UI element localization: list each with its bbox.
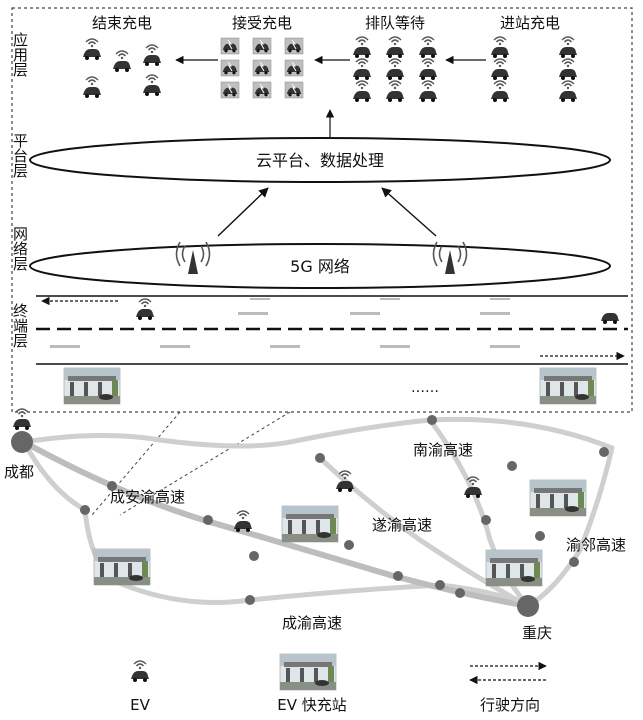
- legend-ev-label: EV: [130, 696, 150, 714]
- platform-label: 云平台、数据处理: [256, 151, 384, 170]
- ev-cluster-accept: [221, 38, 303, 98]
- ev-icon-map-1: [234, 511, 252, 532]
- city-label-chengdu: 成都: [4, 463, 34, 481]
- ev-cluster-queue: [353, 37, 437, 102]
- legend-direction-label: 行驶方向: [480, 696, 540, 714]
- layer-platform-label: 平台层: [11, 133, 29, 178]
- legend-station-label: EV 快充站: [277, 696, 347, 714]
- charging-station-terminal-right: [540, 368, 596, 404]
- highway-label-yu-lin: 渝邻高速: [566, 536, 626, 554]
- layer-terminal-label: 终端层: [11, 303, 29, 348]
- highway-label-chengan-yu: 成安渝高速: [110, 488, 185, 506]
- legend-ev-icon: [131, 661, 149, 682]
- charging-station-terminal-left: [64, 368, 120, 404]
- charging-station-map-1: [282, 506, 338, 542]
- highway-label-nan-yu: 南渝高速: [413, 441, 473, 459]
- arrow-net-to-platform-right: [382, 188, 436, 236]
- arrow-net-to-platform-left: [218, 188, 268, 236]
- stage-end-charge: 结束充电: [92, 14, 152, 32]
- city-label-chongqing: 重庆: [522, 624, 552, 642]
- stage-accept-charge: 接受充电: [232, 14, 292, 32]
- stage-enter-station: 进站充电: [500, 14, 560, 32]
- highway-label-cheng-yu: 成渝高速: [282, 614, 342, 632]
- road-cars: [50, 298, 619, 348]
- network-label: 5G 网络: [290, 257, 350, 276]
- city-node-chongqing: [517, 595, 539, 617]
- terminal-ellipsis: ……: [411, 380, 439, 396]
- city-node-chengdu: [11, 431, 33, 453]
- charging-station-map-2: [94, 549, 150, 585]
- charging-station-map-3: [530, 480, 586, 516]
- stage-queue-wait: 排队等待: [365, 14, 425, 32]
- legend-station-icon: [280, 654, 336, 690]
- charging-station-map-4: [486, 550, 542, 586]
- layer-app-label: 应用层: [11, 31, 29, 77]
- ev-cluster-enter: [491, 37, 577, 102]
- layer-network-label: 网络层: [11, 226, 29, 271]
- ev-cluster-end: [83, 39, 161, 98]
- top-dashed-frame: [12, 8, 632, 412]
- highway-label-sui-yu: 遂渝高速: [372, 516, 432, 534]
